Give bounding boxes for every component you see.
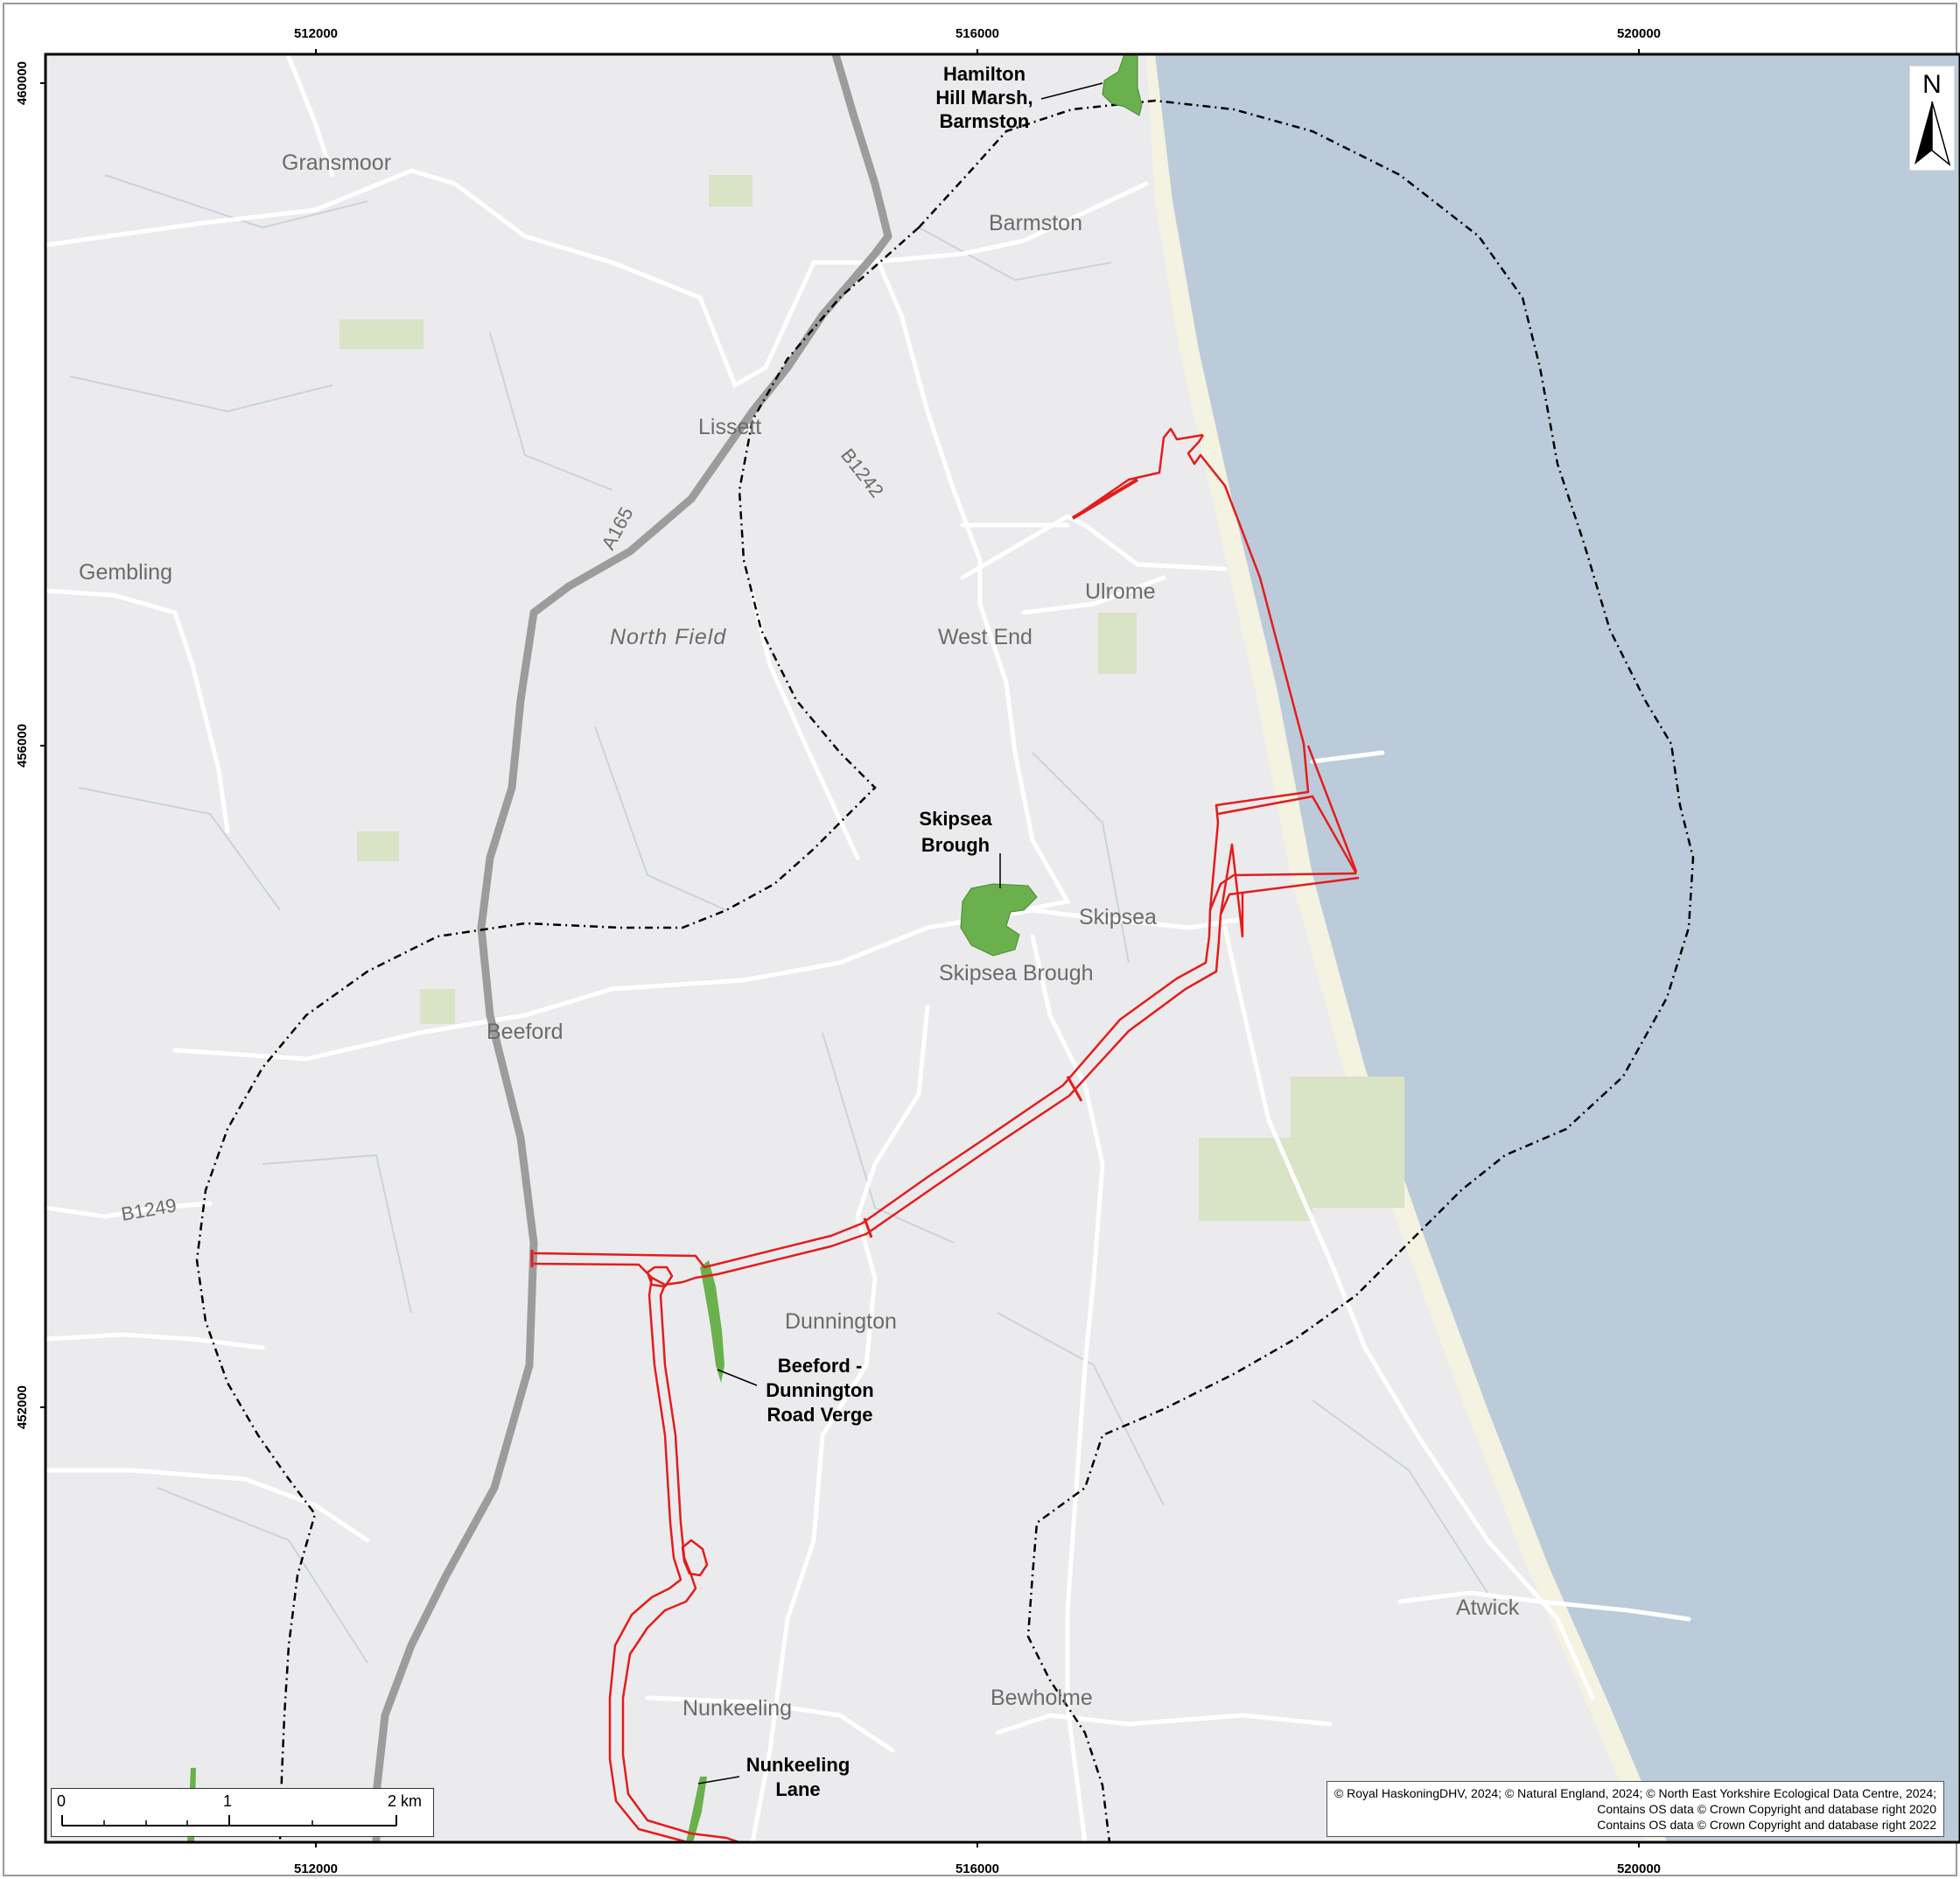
- x-tick-bottom-520000: 520000: [1617, 1861, 1661, 1876]
- north-arrow-icon: N: [1914, 70, 1951, 167]
- scale-bar: 0 1 2 km: [51, 1788, 434, 1837]
- site-nunkeeling-lane[interactable]: [686, 1777, 707, 1842]
- place-dunnington: Dunnington: [785, 1309, 897, 1334]
- site-label-skipsea-brough-line1: Skipsea: [919, 808, 992, 830]
- x-tick-top-520000: 520000: [1617, 26, 1661, 41]
- scale-bar-graphic: [61, 1815, 397, 1826]
- place-beeford: Beeford: [486, 1020, 564, 1044]
- place-gembling: Gembling: [79, 560, 172, 585]
- a165-road: [372, 54, 892, 1842]
- place-barmston: Barmston: [989, 211, 1082, 235]
- site-label-hamilton: Hamilton Hill Marsh, Barmston: [935, 63, 1032, 132]
- place-bewholme: Bewholme: [990, 1686, 1093, 1710]
- sea-area: [1155, 54, 1960, 1842]
- place-nunkeeling: Nunkeeling: [682, 1696, 792, 1721]
- site-label-hamilton-line2: Hill Marsh,: [935, 87, 1032, 109]
- buffer-boundary-west: [195, 227, 920, 1842]
- site-label-hamilton-line1: Hamilton: [943, 63, 1026, 85]
- attribution-line-2: Contains OS data © Crown Copyright and d…: [1597, 1802, 1936, 1816]
- place-north-field: North Field: [610, 625, 726, 649]
- site-label-nunkeeling: Nunkeeling Lane: [746, 1754, 850, 1800]
- minor-roads: [46, 54, 1691, 1842]
- map-frame: [44, 53, 1960, 1844]
- place-skipsea-brough: Skipsea Brough: [939, 961, 1094, 985]
- attribution-line-3: Contains OS data © Crown Copyright and d…: [1597, 1818, 1936, 1832]
- y-tick-452000: 452000: [15, 1385, 30, 1429]
- corridor-crossings: [530, 1076, 1083, 1267]
- site-label-skipsea-brough-line2: Brough: [921, 834, 990, 856]
- site-label-beeford-line2: Dunnington: [766, 1379, 873, 1401]
- site-skipsea-brough[interactable]: [960, 883, 1038, 957]
- map-area[interactable]: [46, 54, 1960, 1842]
- place-west-end: West End: [938, 625, 1032, 649]
- cable-corridor-landfall: [1071, 478, 1139, 520]
- scale-label-0: 0: [57, 1792, 66, 1810]
- place-ulrome: Ulrome: [1085, 579, 1156, 604]
- place-lissett: Lissett: [698, 415, 761, 439]
- site-hamilton-hill-marsh[interactable]: [1102, 54, 1143, 116]
- attribution-line-1: © Royal HaskoningDHV, 2024; © Natural En…: [1334, 1786, 1936, 1800]
- site-leaders: [697, 82, 1103, 1784]
- site-beeford-dunnington-verge[interactable]: [700, 1260, 724, 1383]
- x-tick-bottom-516000: 516000: [956, 1861, 999, 1876]
- place-atwick: Atwick: [1456, 1595, 1520, 1620]
- x-tick-bottom-512000: 512000: [294, 1861, 338, 1876]
- site-label-skipsea-brough: Skipsea Brough: [919, 808, 992, 856]
- scale-label-1: 1: [223, 1792, 233, 1810]
- y-tick-460000: 460000: [15, 61, 30, 105]
- site-label-nunkeeling-line2: Lane: [775, 1778, 820, 1800]
- field-drains: [69, 174, 1488, 1664]
- north-arrow: N: [1909, 66, 1955, 171]
- place-gransmoor: Gransmoor: [282, 151, 391, 175]
- x-tick-top-516000: 516000: [956, 26, 999, 41]
- field-patches: [340, 175, 1404, 1221]
- scale-label-2km: 2 km: [388, 1792, 423, 1810]
- place-skipsea: Skipsea: [1079, 905, 1157, 929]
- axis-tick-marks: [40, 49, 1640, 1847]
- y-tick-456000: 456000: [15, 724, 30, 768]
- buffer-boundary-east: [918, 99, 1695, 1842]
- site-label-hamilton-line3: Barmston: [940, 110, 1030, 132]
- x-tick-top-512000: 512000: [294, 26, 338, 41]
- attribution-box: © Royal HaskoningDHV, 2024; © Natural En…: [1326, 1781, 1944, 1837]
- north-label: N: [1922, 70, 1942, 99]
- site-label-nunkeeling-line1: Nunkeeling: [746, 1754, 850, 1776]
- site-label-beeford-line1: Beeford -: [778, 1355, 863, 1377]
- cable-corridor[interactable]: [533, 427, 1360, 1842]
- site-label-beeford-line3: Road Verge: [766, 1404, 872, 1426]
- site-label-beeford: Beeford - Dunnington Road Verge: [766, 1355, 873, 1426]
